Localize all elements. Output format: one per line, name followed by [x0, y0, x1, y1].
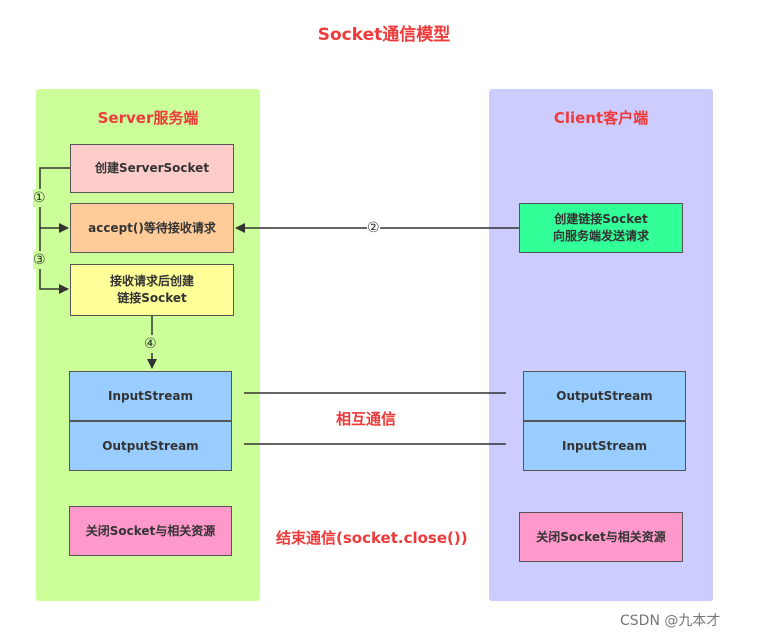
server-input-stream-label: InputStream: [108, 388, 193, 403]
mutual-communication-label: 相互通信: [336, 410, 397, 428]
server-output-stream-box: OutputStream: [69, 421, 232, 471]
client-request-line2: 向服务端发送请求: [552, 229, 649, 243]
client-request-box: 创建链接Socket 向服务端发送请求: [519, 203, 683, 253]
client-panel-title: Client客户端: [553, 109, 649, 127]
create-server-socket-box: 创建ServerSocket: [70, 144, 234, 193]
diagram-title: Socket通信模型: [317, 25, 451, 45]
client-request-line1: 创建链接Socket: [554, 212, 648, 226]
create-link-socket-line1: 接收请求后创建: [109, 274, 194, 288]
client-output-stream-box: OutputStream: [523, 371, 686, 421]
client-output-stream-label: OutputStream: [556, 388, 653, 403]
server-output-stream-label: OutputStream: [102, 438, 199, 453]
step-2-label: ②: [367, 219, 380, 237]
server-input-stream-box: InputStream: [69, 371, 232, 421]
watermark: CSDN @九本才: [620, 613, 721, 629]
step-3-label: ③: [33, 251, 46, 269]
server-close-label: 关闭Socket与相关资源: [85, 523, 216, 538]
create-server-socket-label: 创建ServerSocket: [94, 161, 210, 175]
create-link-socket-line2: 链接Socket: [117, 291, 187, 305]
client-close-label: 关闭Socket与相关资源: [536, 529, 666, 544]
accept-label: accept()等待接收请求: [88, 220, 216, 235]
client-input-stream-label: InputStream: [562, 438, 647, 453]
step-4-label: ④: [144, 335, 157, 353]
server-panel-title: Server服务端: [97, 109, 199, 127]
accept-box: accept()等待接收请求: [70, 203, 234, 253]
client-input-stream-box: InputStream: [523, 421, 686, 471]
end-communication-label: 结束通信(socket.close()): [276, 529, 468, 547]
step3-connector: [39, 228, 69, 294]
server-close-box: 关闭Socket与相关资源: [69, 506, 232, 556]
create-link-socket-box: 接收请求后创建 链接Socket: [70, 264, 234, 316]
client-close-box: 关闭Socket与相关资源: [519, 512, 683, 562]
step-1-label: ①: [33, 189, 46, 207]
